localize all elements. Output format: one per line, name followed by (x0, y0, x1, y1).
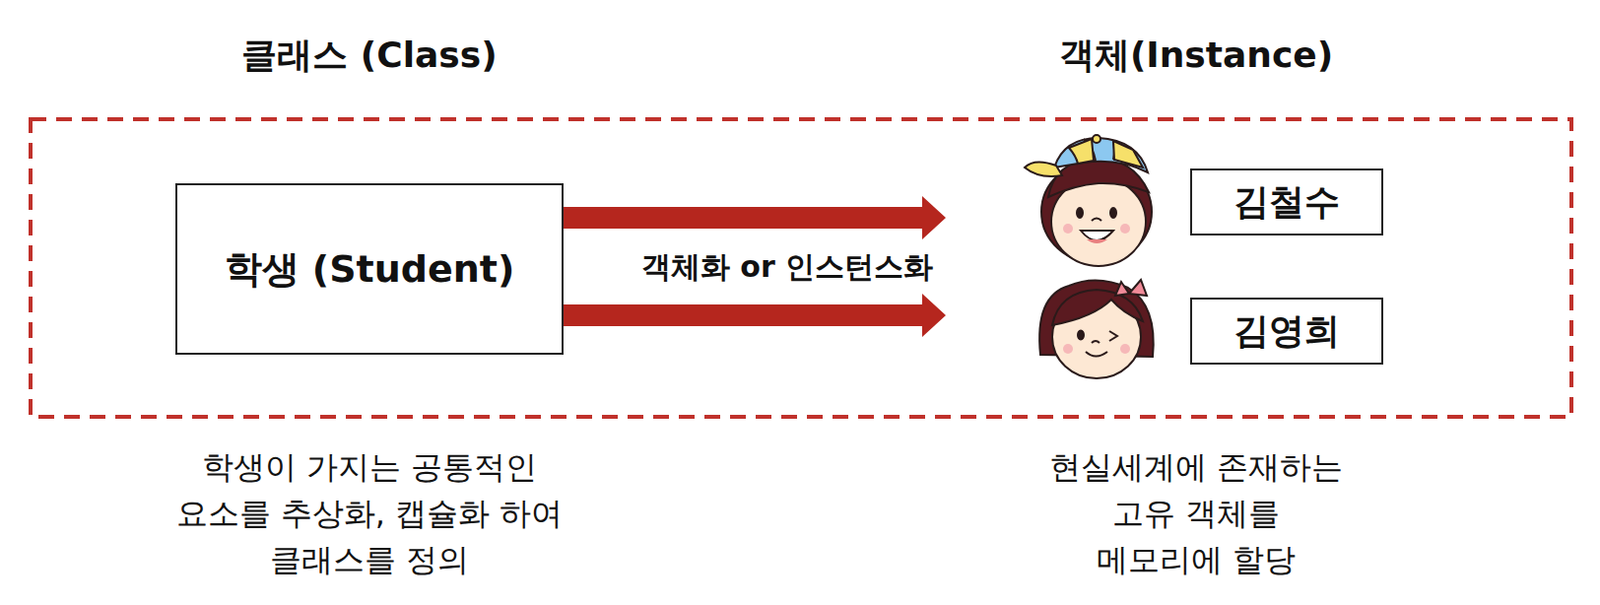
instantiation-arrow (563, 196, 946, 240)
name-box: 김영희 (1190, 297, 1384, 365)
node-text: 김철수 (1233, 178, 1340, 227)
dashed-region (30, 119, 1572, 417)
class-box: 학생 (Student) (175, 183, 564, 355)
instantiation-arrow (563, 293, 946, 337)
instance-node: 김영희 (945, 270, 1390, 390)
node-text: 김영희 (1233, 307, 1340, 356)
name-box: 김철수 (1190, 168, 1384, 236)
caption-note: 현실세계에 존재하는 고유 객체를 메모리에 할당 (1047, 444, 1345, 584)
column-heading: 객체(Instance) (1059, 33, 1334, 77)
instance-node: 김철수 (945, 147, 1390, 267)
girl-face (1039, 279, 1154, 379)
caption-note: 학생이 가지는 공통적인 요소를 추상화, 캡슐화 하여 클래스를 정의 (172, 444, 567, 584)
node-text: 학생 (Student) (224, 244, 516, 295)
boy-face (1024, 134, 1152, 267)
column-heading: 클래스 (Class) (241, 33, 497, 77)
arrow-label: 객체화 or 인스턴스화 (637, 250, 937, 284)
